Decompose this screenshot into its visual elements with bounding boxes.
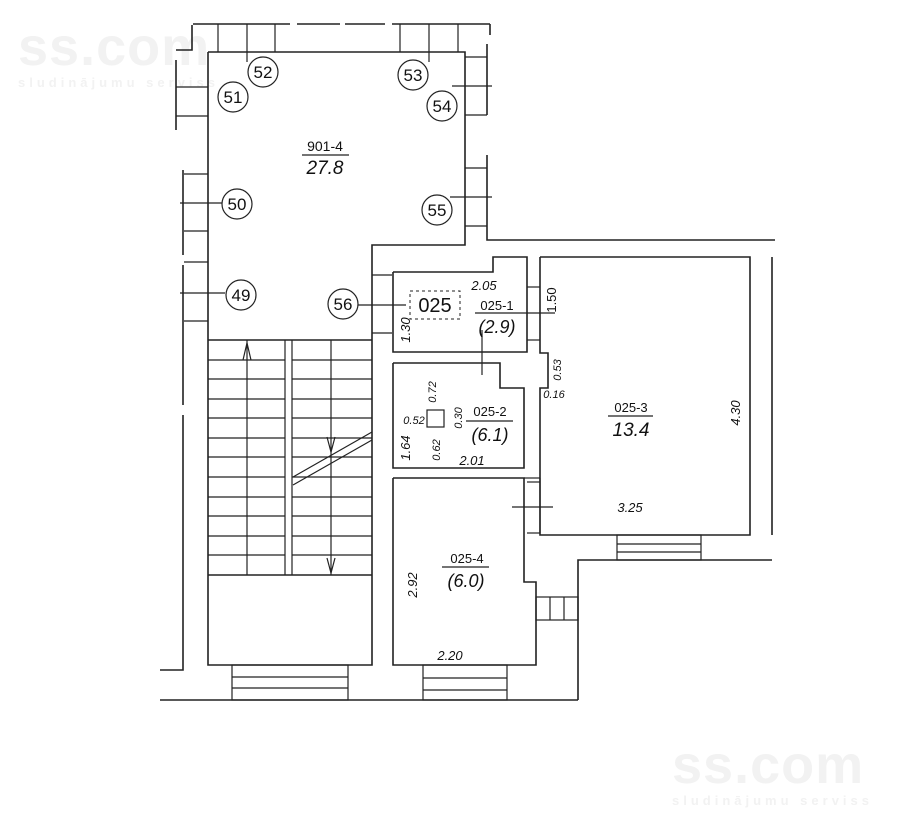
svg-text:52: 52 — [254, 63, 273, 82]
marker-50: 50 — [221, 188, 253, 220]
watermark-brand: ss.com — [18, 17, 211, 77]
room-025-2: 0.72 0.52 0.30 025-2 (6.1) 1.64 0.62 2.0… — [392, 362, 525, 469]
dim-width: 3.25 — [617, 500, 643, 515]
dim: 0.30 — [453, 406, 465, 428]
dim: 0.16 — [543, 389, 565, 401]
marker-54: 54 — [426, 90, 458, 122]
svg-text:55: 55 — [428, 201, 447, 220]
room-id: 025-3 — [614, 400, 647, 415]
watermark-tagline: sludinājumu serviss — [672, 793, 873, 808]
steps — [535, 596, 579, 621]
dim-width: 2.20 — [436, 648, 463, 663]
dim-height: 1.64 — [398, 435, 413, 460]
dim-width: 2.05 — [470, 278, 497, 293]
marker-49: 49 — [225, 279, 257, 311]
dim-height: 1.30 — [398, 317, 413, 343]
arrow-down-icon — [326, 436, 336, 455]
room-area: 27.8 — [306, 158, 344, 179]
room-id: 901-4 — [307, 138, 343, 154]
room-area: 13.4 — [613, 420, 650, 441]
watermark-top: ss.com sludinājumu serviss — [18, 20, 219, 89]
dim-side: 1.50 — [544, 287, 559, 312]
dim-height: 2.92 — [405, 572, 420, 599]
room-area: (2.9) — [478, 317, 515, 337]
shaft-box — [426, 409, 445, 428]
dim-width: 2.01 — [458, 453, 484, 468]
svg-text:50: 50 — [228, 195, 247, 214]
room-025-1: 025 2.05 025-1 (2.9) 1.30 1.50 — [392, 256, 559, 375]
marker-circles: 49 50 51 52 53 54 55 56 — [217, 56, 458, 320]
arrow-up-icon — [242, 342, 252, 361]
watermark-brand: ss.com — [672, 735, 865, 795]
marker-51: 51 — [217, 81, 249, 113]
room-025-3: 0.53 0.16 025-3 13.4 4.30 3.25 — [512, 256, 751, 561]
room-id: 025-1 — [480, 298, 513, 313]
dim: 0.72 — [427, 381, 439, 402]
apartment-code: 025 — [418, 295, 451, 317]
marker-52: 52 — [247, 56, 279, 88]
room-id: 025-4 — [450, 551, 483, 566]
room-area: (6.1) — [471, 425, 508, 445]
dim: 0.52 — [403, 415, 424, 427]
apartment-code-box — [409, 290, 461, 320]
svg-text:51: 51 — [224, 88, 243, 107]
arrow-down-icon — [326, 557, 336, 576]
dim: 0.62 — [431, 439, 443, 460]
watermark-tagline: sludinājumu serviss — [18, 75, 219, 90]
dim: 0.53 — [552, 358, 564, 380]
svg-text:56: 56 — [334, 295, 353, 314]
stairwell-901-4: 901-4 27.8 — [176, 24, 492, 701]
stair-treads — [208, 359, 372, 576]
exterior-walls — [160, 23, 775, 701]
room-area: (6.0) — [447, 571, 484, 591]
marker-56: 56 — [327, 288, 359, 320]
svg-text:53: 53 — [404, 66, 423, 85]
room-id: 025-2 — [473, 404, 506, 419]
watermark-bottom: ss.com sludinājumu serviss — [672, 738, 873, 807]
room-025-4: 025-4 (6.0) 2.92 2.20 — [392, 477, 579, 701]
svg-text:49: 49 — [232, 286, 251, 305]
dim-height: 4.30 — [728, 400, 743, 426]
marker-53: 53 — [397, 59, 429, 91]
svg-text:54: 54 — [433, 97, 452, 116]
marker-55: 55 — [421, 194, 453, 226]
